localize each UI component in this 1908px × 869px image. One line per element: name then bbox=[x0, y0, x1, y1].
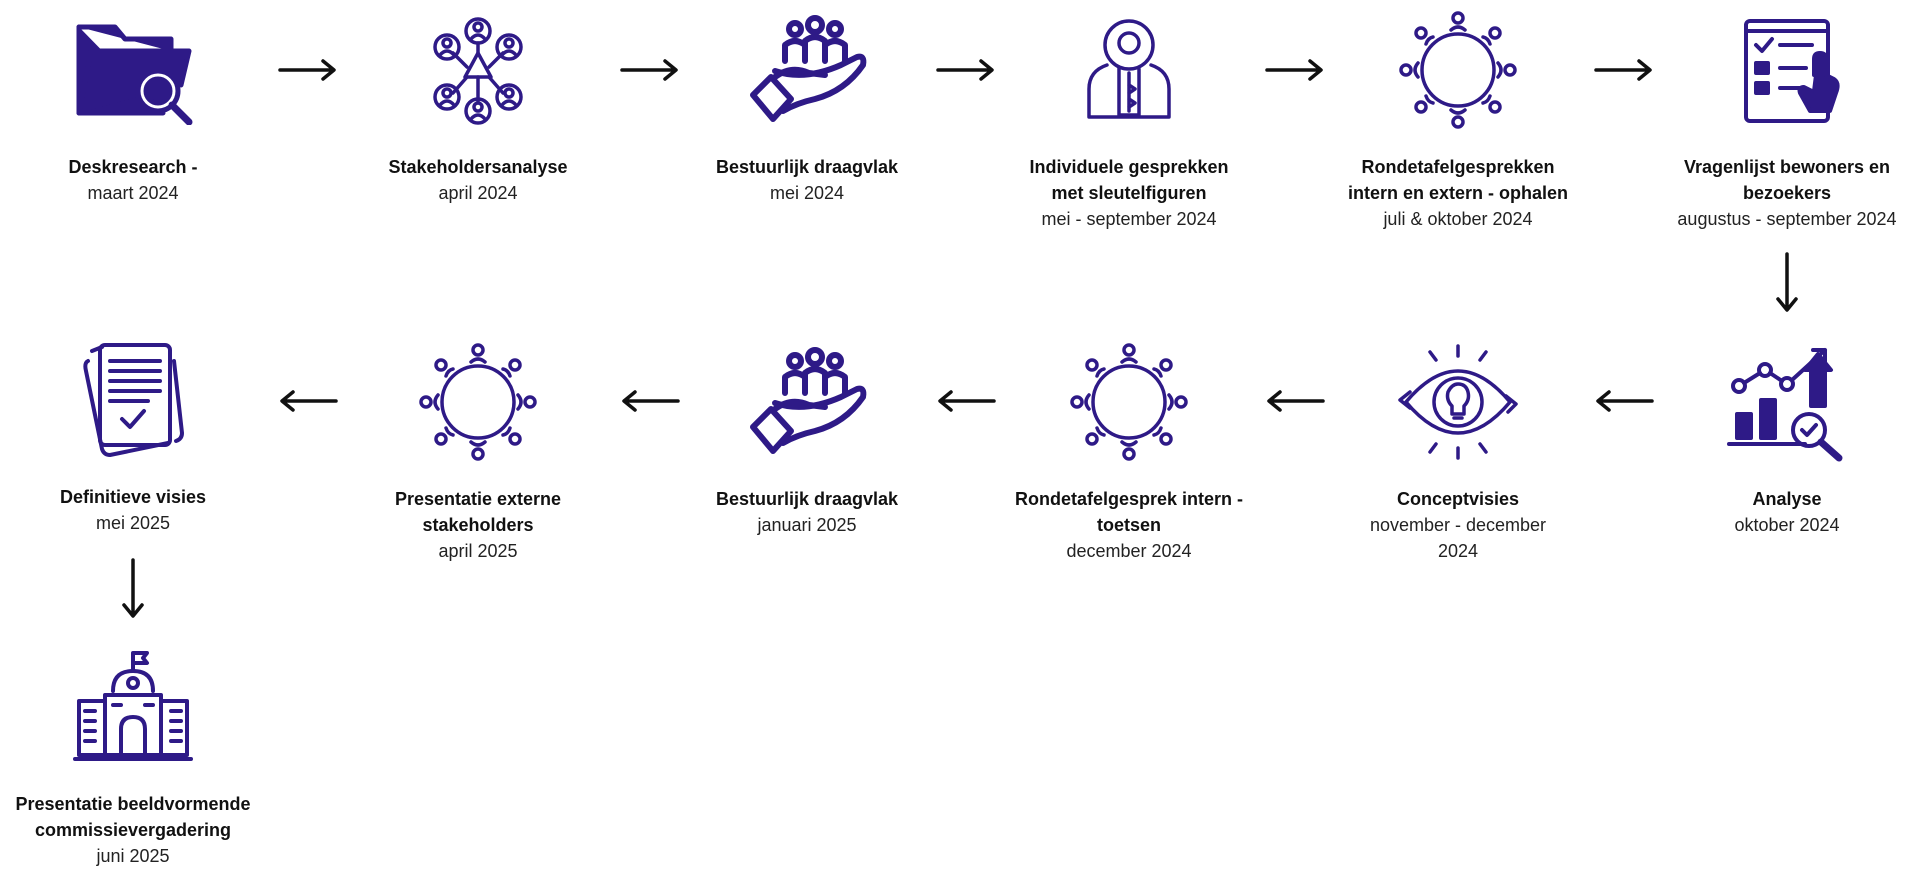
round-table-icon bbox=[410, 340, 546, 464]
arrow-left-icon bbox=[938, 390, 996, 412]
step-definitieve-visies: Definitieve visies mei 2025 bbox=[0, 338, 273, 536]
step-label: Conceptvisies bbox=[1396, 489, 1520, 509]
arrow-right-icon bbox=[620, 59, 678, 81]
arrow-down-icon bbox=[1776, 252, 1798, 312]
step-date: maart 2024 bbox=[87, 183, 179, 203]
step-bestuurlijk-draagvlak-2: Bestuurlijk draagvlak januari 2025 bbox=[667, 340, 947, 538]
step-label: Bestuurlijk draagvlak bbox=[715, 157, 899, 177]
step-date: oktober 2024 bbox=[1734, 515, 1840, 535]
step-date: april 2025 bbox=[438, 541, 518, 561]
step-label: Individuele gesprekken met sleutelfigure… bbox=[1029, 157, 1229, 203]
analytics-icon bbox=[1719, 340, 1855, 464]
step-label: Bestuurlijk draagvlak bbox=[715, 489, 899, 509]
step-rondetafelgesprek: Rondetafelgesprek intern - toetsen decem… bbox=[989, 340, 1269, 564]
step-date: mei - september 2024 bbox=[1041, 209, 1217, 229]
arrow-left-icon bbox=[622, 390, 680, 412]
arrow-right-icon bbox=[278, 59, 336, 81]
step-presentatie-externe: Presentatie externe stakeholders april 2… bbox=[338, 340, 618, 564]
round-table-icon bbox=[1061, 340, 1197, 464]
step-label: Vragenlijst bewoners en bezoekers bbox=[1683, 157, 1891, 203]
arrow-down-icon bbox=[122, 558, 144, 618]
step-bestuurlijk-draagvlak-1: Bestuurlijk draagvlak mei 2024 bbox=[667, 8, 947, 206]
step-conceptvisies: Conceptvisies november - december 2024 bbox=[1318, 340, 1598, 564]
step-label: Analyse bbox=[1752, 489, 1822, 509]
step-deskresearch: Deskresearch - maart 2024 bbox=[0, 8, 273, 206]
step-date: augustus - september 2024 bbox=[1677, 209, 1897, 229]
step-date: mei 2024 bbox=[769, 183, 845, 203]
step-date: juli & oktober 2024 bbox=[1383, 209, 1533, 229]
step-presentatie-beeldvormende: Presentatie beeldvormende commissieverga… bbox=[0, 645, 273, 869]
step-label: Presentatie externe stakeholders bbox=[394, 489, 562, 535]
step-rondetafelgesprekken: Rondetafelgesprekken intern en extern - … bbox=[1318, 8, 1598, 232]
person-key-icon bbox=[1061, 8, 1197, 132]
step-date: juni 2025 bbox=[96, 846, 170, 866]
step-date: mei 2025 bbox=[95, 513, 171, 533]
step-label: Rondetafelgesprekken intern en extern - … bbox=[1347, 157, 1569, 203]
step-date: januari 2025 bbox=[757, 515, 857, 535]
step-date: april 2024 bbox=[438, 183, 518, 203]
survey-tablet-icon bbox=[1719, 8, 1855, 132]
arrow-left-icon bbox=[1267, 390, 1325, 412]
step-date: november - december 2024 bbox=[1369, 515, 1547, 561]
step-stakeholdersanalyse: Stakeholdersanalyse april 2024 bbox=[338, 8, 618, 206]
step-date: december 2024 bbox=[1066, 541, 1192, 561]
folder-search-icon bbox=[65, 8, 201, 132]
step-label: Stakeholdersanalyse bbox=[388, 157, 568, 177]
arrow-left-icon bbox=[280, 390, 338, 412]
arrow-right-icon bbox=[936, 59, 994, 81]
step-individuele-gesprekken: Individuele gesprekken met sleutelfigure… bbox=[989, 8, 1269, 232]
step-vragenlijst: Vragenlijst bewoners en bezoekers august… bbox=[1647, 8, 1908, 232]
eye-lightbulb-icon bbox=[1390, 340, 1526, 464]
step-label: Rondetafelgesprek intern - toetsen bbox=[1014, 489, 1244, 535]
hand-group-icon bbox=[739, 340, 875, 464]
town-hall-icon bbox=[65, 645, 201, 769]
hand-group-icon bbox=[739, 8, 875, 132]
round-table-icon bbox=[1390, 8, 1526, 132]
document-check-icon bbox=[65, 338, 201, 462]
stakeholder-network-icon bbox=[410, 8, 546, 132]
step-label: Definitieve visies bbox=[59, 487, 207, 507]
arrow-left-icon bbox=[1596, 390, 1654, 412]
arrow-right-icon bbox=[1594, 59, 1652, 81]
step-label: Presentatie beeldvormende commissieverga… bbox=[15, 794, 251, 840]
arrow-right-icon bbox=[1265, 59, 1323, 81]
step-analyse: Analyse oktober 2024 bbox=[1647, 340, 1908, 538]
step-label: Deskresearch - bbox=[68, 157, 198, 177]
